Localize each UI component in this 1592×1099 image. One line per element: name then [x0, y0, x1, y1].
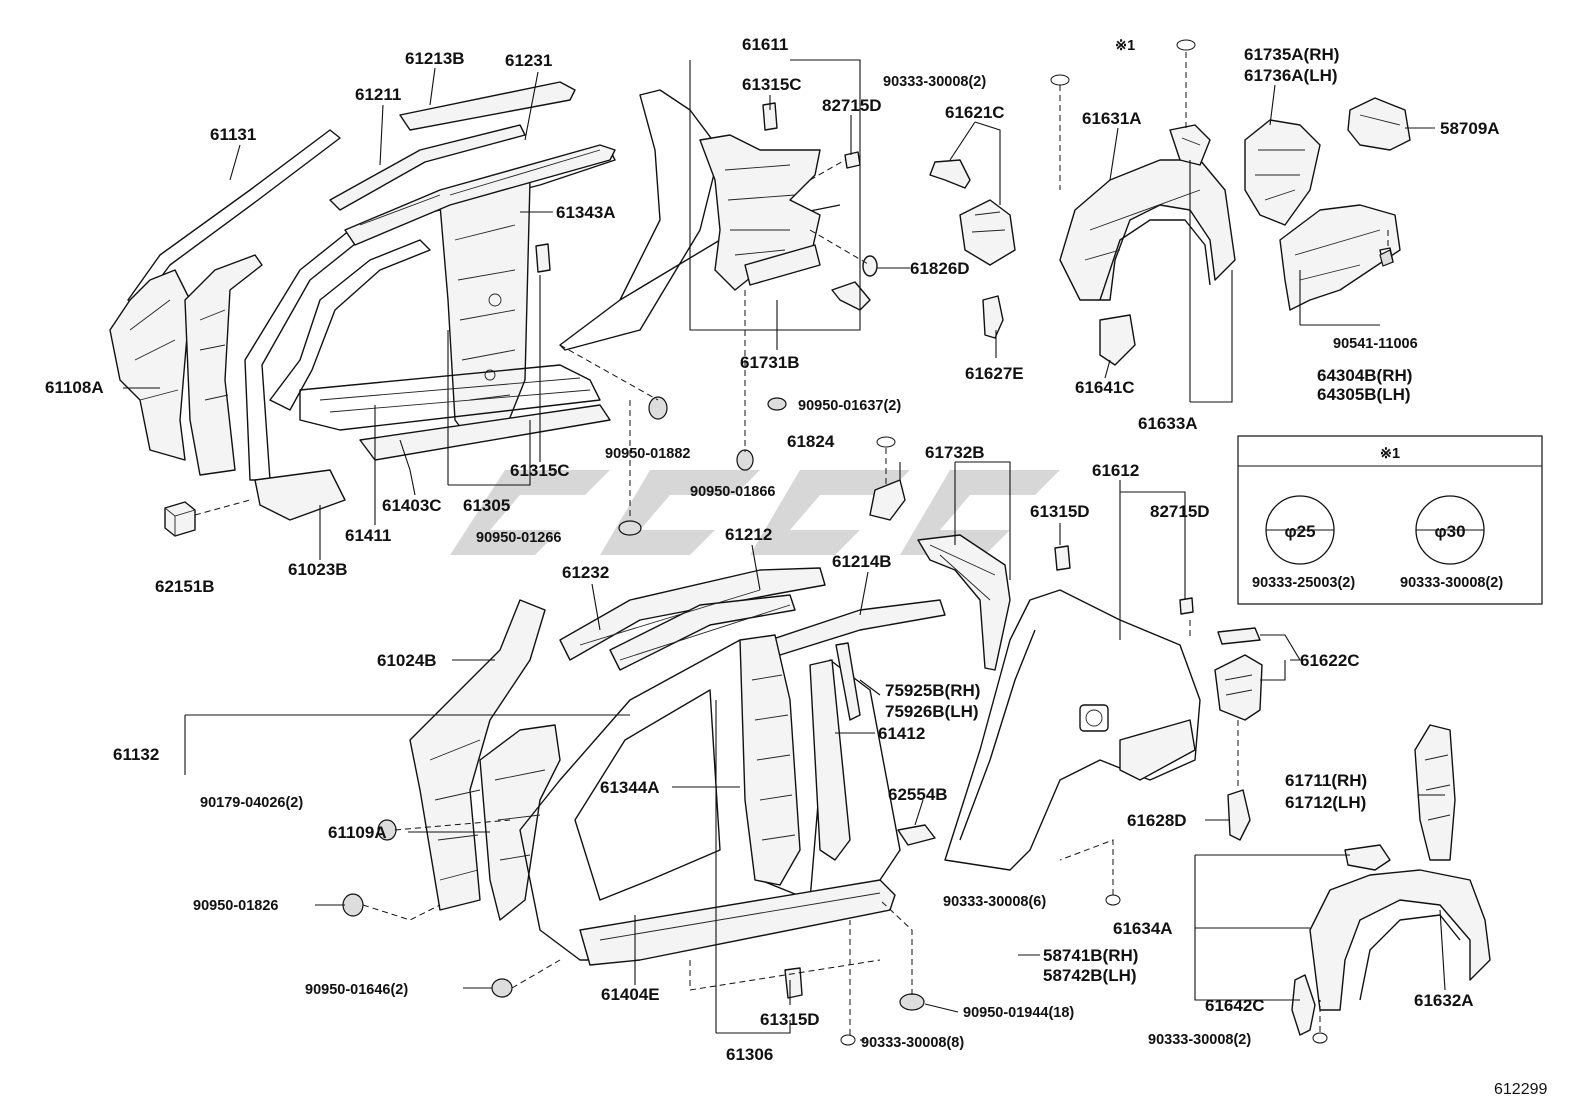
label-90950-01266: 90950-01266 [476, 530, 561, 546]
label-64305B: 64305B(LH) [1317, 385, 1411, 404]
label-61024B: 61024B [377, 651, 437, 670]
label-61641C: 61641C [1075, 378, 1135, 397]
label-61213B: 61213B [405, 49, 465, 68]
label-90179-04026: 90179-04026(2) [200, 795, 303, 811]
label-62151B: 62151B [155, 577, 215, 596]
label-58742B: 58742B(LH) [1043, 966, 1137, 985]
label-61826D: 61826D [910, 259, 970, 278]
label-61404E: 61404E [601, 985, 660, 1004]
label-61108A: 61108A [45, 378, 104, 397]
label-82715D: 82715D [822, 96, 882, 115]
brackets-61622C-drawing [1214, 627, 1263, 841]
label-61411: 61411 [345, 526, 391, 545]
label-61621C: 61621C [945, 103, 1005, 122]
label-61315C-lower: 61315C [510, 461, 570, 480]
wheel-house-upper-drawing [1059, 124, 1236, 366]
label-61631A: 61631A [1082, 109, 1142, 128]
label-61634A: 61634A [1113, 919, 1173, 938]
legend-part-2: 90333-30008(2) [1400, 575, 1503, 591]
label-58709A: 58709A [1440, 119, 1500, 138]
lower-side-panel-drawing [409, 567, 946, 966]
label-61315C: 61315C [742, 75, 802, 94]
legend-diameter-2: φ30 [1434, 522, 1465, 541]
label-61131: 61131 [210, 125, 256, 144]
label-90541-11006: 90541-11006 [1333, 336, 1418, 352]
inner-panel-61611-drawing [689, 59, 878, 331]
rear-quarter-drawing [869, 479, 1201, 871]
part-labels: 61611 61315C 82715D 61213B 61231 61211 6… [45, 35, 1500, 1064]
label-90950-01866: 90950-01866 [690, 484, 775, 500]
label-61412: 61412 [878, 724, 925, 743]
label-61343A: 61343A [556, 203, 616, 222]
label-61315D: 61315D [1030, 502, 1090, 521]
label-61736A: 61736A(LH) [1244, 66, 1338, 85]
label-61132: 61132 [113, 745, 159, 764]
label-61632A: 61632A [1414, 991, 1474, 1010]
label-58741B: 58741B(RH) [1043, 946, 1138, 965]
label-90950-01646: 90950-01646(2) [305, 982, 408, 998]
label-61305: 61305 [463, 496, 510, 515]
label-61306: 61306 [726, 1045, 773, 1064]
label-61611: 61611 [742, 35, 788, 54]
legend-part-1: 90333-25003(2) [1252, 575, 1355, 591]
legend-title: ※1 [1380, 446, 1400, 462]
fasteners [342, 39, 1394, 1046]
label-61633A: 61633A [1138, 414, 1198, 433]
leader-lines [123, 67, 1446, 1041]
label-star1: ※1 [1115, 38, 1135, 54]
label-90333-30008-2: 90333-30008(2) [883, 74, 986, 90]
label-75925B: 75925B(RH) [885, 681, 980, 700]
upper-right-brackets-drawing [1244, 97, 1411, 311]
label-62554B: 62554B [888, 785, 948, 804]
upper-side-panel-drawing [109, 81, 841, 537]
label-90950-01882: 90950-01882 [605, 446, 690, 462]
label-61612: 61612 [1092, 461, 1139, 480]
dashed-reference-lines [194, 52, 1389, 1035]
label-61315D-lower: 61315D [760, 1010, 820, 1029]
label-64304B: 64304B(RH) [1317, 366, 1412, 385]
label-61732B: 61732B [925, 443, 985, 462]
label-82715D-lower: 82715D [1150, 502, 1210, 521]
label-61344A: 61344A [600, 778, 660, 797]
wheel-house-lower-drawing [1291, 724, 1491, 1036]
label-90950-01637: 90950-01637(2) [798, 398, 901, 414]
legend-diameter-1: φ25 [1284, 522, 1315, 541]
label-61628D: 61628D [1127, 811, 1187, 830]
label-61622C: 61622C [1300, 651, 1360, 670]
label-61627E: 61627E [965, 364, 1024, 383]
label-90333-30008-8: 90333-30008(8) [861, 1035, 964, 1051]
label-61403C: 61403C [382, 496, 442, 515]
label-61214B: 61214B [832, 552, 892, 571]
label-61231: 61231 [505, 51, 552, 70]
diagram-id: 612299 [1494, 1081, 1547, 1098]
label-61212: 61212 [725, 525, 772, 544]
bracket-61621C-drawing [929, 159, 1016, 339]
label-90333-30008-2-lower: 90333-30008(2) [1148, 1032, 1251, 1048]
label-61642C: 61642C [1205, 996, 1265, 1015]
label-61712: 61712(LH) [1285, 793, 1366, 812]
label-75926B: 75926B(LH) [885, 702, 979, 721]
label-61735A: 61735A(RH) [1244, 45, 1339, 64]
label-61711: 61711(RH) [1285, 771, 1367, 790]
label-61023B: 61023B [288, 560, 348, 579]
label-90950-01826: 90950-01826 [193, 898, 278, 914]
label-61109A: 61109A [328, 823, 387, 842]
legend-box [1237, 435, 1543, 605]
label-90950-01944: 90950-01944(18) [963, 1005, 1074, 1021]
watermark-logo [450, 470, 1060, 555]
label-61824: 61824 [787, 432, 835, 451]
label-61232: 61232 [562, 563, 609, 582]
label-61731B: 61731B [740, 353, 800, 372]
label-61211: 61211 [355, 85, 401, 104]
label-90333-30008-6: 90333-30008(6) [943, 894, 1046, 910]
